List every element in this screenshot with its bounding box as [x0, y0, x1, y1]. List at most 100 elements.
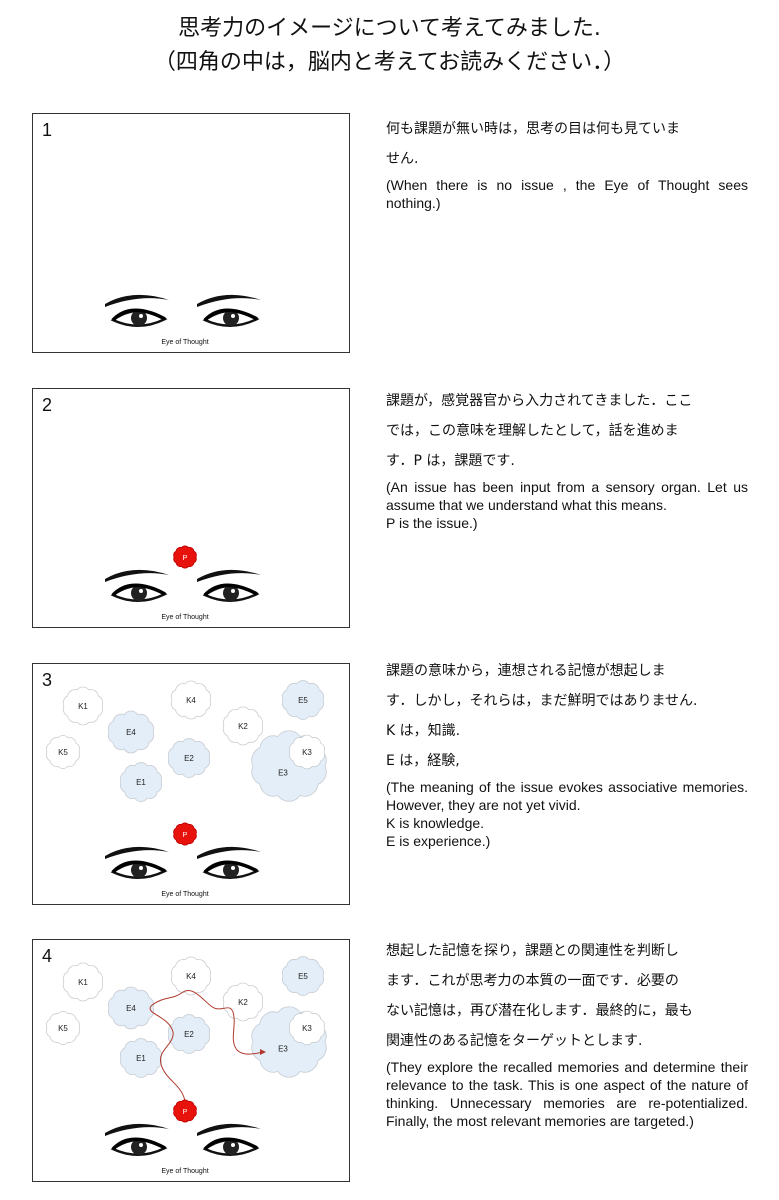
memory-cloud-k4: K4: [170, 956, 212, 996]
memory-label: E3: [278, 1044, 288, 1053]
memory-cloud-k3: K3: [289, 734, 325, 770]
jp-line: 課題が，感覚器官から入力されてきました．ここ: [386, 393, 693, 409]
memory-cloud-e1: E1: [119, 762, 163, 802]
memory-cloud-k1: K1: [62, 686, 104, 726]
left-eye-icon: [105, 1123, 169, 1156]
memory-cloud-e4: E4: [107, 986, 155, 1030]
jp-line: す．しかし，それらは，まだ鮮明ではありません.: [386, 693, 698, 709]
memory-label: E3: [278, 768, 288, 777]
issue-label: P: [183, 555, 188, 562]
panel-number: 4: [42, 946, 53, 966]
memory-label: K5: [58, 1024, 68, 1033]
page-title-line-1: 思考力のイメージについて考えてみました.: [178, 16, 601, 41]
memory-label: K4: [186, 972, 196, 981]
exploration-path: [149, 990, 266, 1103]
jp-line: では，この意味を理解したとして，話を進めま: [386, 423, 679, 439]
eye-of-thought-label: Eye of Thought: [161, 614, 208, 621]
jp-line: ます．これが思考力の本質の一面です．必要の: [386, 973, 679, 989]
issue-label: P: [183, 832, 188, 839]
memory-label: E5: [298, 972, 308, 981]
panel-2: Eye of Thought P 2: [32, 388, 350, 628]
panel-number: 1: [42, 120, 53, 140]
memory-label: E4: [126, 1004, 136, 1013]
memory-label: K3: [302, 1024, 312, 1033]
issue-cloud: P: [173, 545, 197, 569]
memory-cloud-e2: E2: [167, 1014, 211, 1054]
memory-cloud-e4: E4: [107, 710, 155, 754]
memory-label: K2: [238, 998, 248, 1007]
jp-line: ない記憶は，再び潜在化します．最終的に，最も: [386, 1003, 693, 1019]
memory-cloud-e5: E5: [281, 956, 325, 996]
panel-1-description: 何も課題が無い時は，思考の目は何も見ていま せん. (When there is…: [386, 114, 748, 212]
eye-of-thought-label: Eye of Thought: [161, 339, 208, 346]
memory-label: K3: [302, 748, 312, 757]
memory-cloud-e1: E1: [119, 1038, 163, 1078]
left-eye-icon: [105, 846, 169, 879]
eyes-of-thought: Eye of Thought: [105, 846, 261, 898]
jp-line: 何も課題が無い時は，思考の目は何も見ていま: [386, 121, 680, 137]
memory-label: E1: [136, 778, 146, 787]
right-eye-icon: [197, 569, 261, 602]
jp-line: K は，知識.: [386, 723, 461, 739]
en-text: (They explore the recalled memories and …: [386, 1059, 748, 1129]
memory-cloud-k2: K2: [222, 706, 264, 746]
memory-cloud-k4: K4: [170, 680, 212, 720]
memory-cloud-e2: E2: [167, 738, 211, 778]
left-eye-icon: [105, 294, 169, 327]
issue-label: P: [183, 1109, 188, 1116]
panel-2-description: 課題が，感覚器官から入力されてきました．ここ では，この意味を理解したとして，話…: [386, 386, 748, 532]
memory-label: E2: [184, 754, 194, 763]
en-text: K is knowledge.: [386, 815, 485, 831]
panel-1: Eye of Thought 1: [32, 113, 350, 353]
jp-line: E は，経験,: [386, 753, 460, 769]
memory-cloud-k5: K5: [46, 735, 80, 769]
issue-cloud: P: [173, 1099, 197, 1123]
panel-illustration: Eye of Thought: [105, 294, 261, 346]
panel-4-description: 想起した記憶を探り，課題との関連性を判断し ます．これが思考力の本質の一面です．…: [386, 936, 748, 1130]
memory-label: K1: [78, 978, 88, 987]
en-text: (An issue has been input from a sensory …: [386, 479, 748, 513]
jp-line: 想起した記憶を探り，課題との関連性を判断し: [386, 943, 679, 959]
jp-line: 課題の意味から，連想される記憶が想起しま: [386, 663, 666, 679]
memory-cloud-k1: K1: [62, 962, 104, 1002]
memory-label: K1: [78, 702, 88, 711]
right-eye-icon: [197, 1123, 261, 1156]
left-eye-icon: [105, 569, 169, 602]
en-text: (The meaning of the issue evokes associa…: [386, 779, 748, 813]
panel-3-description: 課題の意味から，連想される記憶が想起しま す．しかし，それらは，まだ鮮明ではあり…: [386, 656, 748, 850]
panel-illustration: Eye of Thought P: [105, 545, 261, 621]
right-eye-icon: [197, 846, 261, 879]
eye-of-thought-label: Eye of Thought: [161, 1168, 208, 1175]
jp-line: 関連性のある記憶をターゲットとします.: [386, 1033, 643, 1049]
en-text: (When there is no issue , the Eye of Tho…: [386, 177, 748, 211]
memory-cloud-e5: E5: [281, 680, 325, 720]
issue-cloud: P: [173, 822, 197, 846]
panel-number: 2: [42, 395, 53, 415]
en-text: E is experience.): [386, 833, 491, 849]
panel-number: 3: [42, 670, 53, 690]
memory-cloud-k3: K3: [289, 1010, 325, 1046]
memory-label: K5: [58, 748, 68, 757]
memory-label: K4: [186, 696, 196, 705]
memory-cloud-k2: K2: [222, 982, 264, 1022]
memory-label: E5: [298, 696, 308, 705]
right-eye-icon: [197, 294, 261, 327]
eyes-of-thought: Eye of Thought: [105, 569, 261, 621]
eyes-of-thought: Eye of Thought: [105, 294, 261, 346]
memory-label: K2: [238, 722, 248, 731]
memory-cloud-k5: K5: [46, 1011, 80, 1045]
eyes-of-thought: Eye of Thought: [105, 1123, 261, 1175]
memory-label: E1: [136, 1054, 146, 1063]
jp-line: せん.: [386, 151, 419, 167]
jp-line: す．P は，課題です.: [386, 453, 515, 469]
memory-label: E4: [126, 728, 136, 737]
memory-label: E2: [184, 1030, 194, 1039]
page-title-line-2: （四角の中は，脳内と考えてお読みください．）: [153, 50, 626, 75]
eye-of-thought-label: Eye of Thought: [161, 891, 208, 898]
